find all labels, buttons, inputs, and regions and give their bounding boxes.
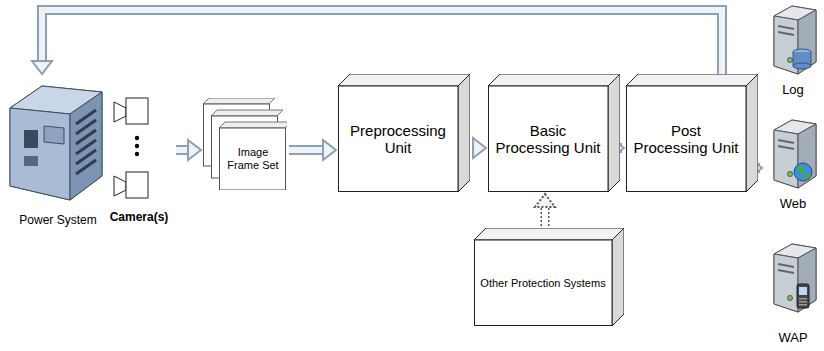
process-box: Basic Processing Unit [488,74,620,192]
node-graphic [764,240,822,318]
node-label: Preprocessing Unit [338,122,458,157]
server-node: Web [764,116,822,212]
flow-arrow [289,140,336,160]
power-node: Power System [2,78,114,228]
flow-arrow [32,10,722,76]
node-label: WAP [778,331,807,346]
node-label: Image Frame Set [220,146,286,171]
process-box: Preprocessing Unit [338,74,470,192]
node-label: Post Processing Unit [626,122,746,157]
process-box: Other Protection Systems [474,228,624,326]
node-graphic [2,78,114,204]
node-label: Power System [19,214,96,228]
camera-node: Camera(s) [104,90,174,225]
node-graphic [203,98,287,190]
flow-arrow [535,194,555,226]
node-label: Camera(s) [110,211,169,225]
process-box: Post Processing Unit [626,74,758,192]
flow-arrow [472,138,486,158]
node-label: Log [782,83,804,98]
node-graphic [104,90,174,204]
node-label: Other Protection Systems [474,277,611,290]
server-node: WAP [764,240,822,346]
node-label: Web [780,197,807,212]
node-graphic [764,2,822,80]
stack-node: Image Frame Set [203,98,287,190]
node-graphic [764,116,822,194]
node-label: Basic Processing Unit [488,122,608,157]
server-node: Log [764,2,822,98]
flow-arrow [176,140,201,160]
